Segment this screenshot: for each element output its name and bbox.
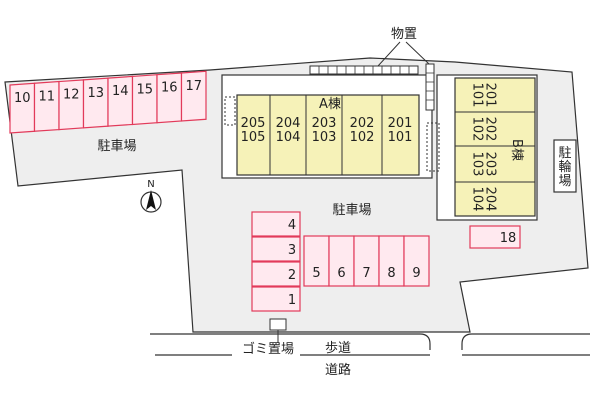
garbage-area: ゴミ置場 — [242, 318, 294, 357]
parking-spot-label: 7 — [362, 266, 370, 281]
unit-number-upper: 205 — [241, 116, 266, 131]
unit-number-upper: 203 — [312, 116, 337, 131]
parking-spot-label: 14 — [112, 84, 129, 99]
parking-spot-18-label: 18 — [500, 231, 517, 246]
parking-spot-label: 9 — [412, 266, 420, 281]
parking-spot-label: 1 — [288, 293, 296, 308]
building-a-label: A棟 — [319, 97, 341, 112]
parking-spot-label: 8 — [387, 266, 395, 281]
parking-spot-label: 16 — [161, 81, 178, 96]
bicycle-parking-box — [553, 139, 577, 193]
unit-number-lower: 102 — [470, 117, 485, 142]
parking-spot-5 — [303, 235, 330, 287]
parking-spot-label: 10 — [14, 91, 31, 106]
parking-area-label-top: 駐車場 — [97, 139, 136, 154]
bicycle-parking: 駐輪場 — [553, 139, 577, 193]
building-b-body — [454, 77, 536, 217]
building-a-stairs — [224, 96, 236, 126]
parking-spot-label: 17 — [185, 79, 202, 94]
parking-spot-label: 5 — [312, 266, 320, 281]
unit-number-upper: 202 — [350, 116, 375, 131]
parking-spot-label: 6 — [337, 266, 345, 281]
unit-number-lower: 101 — [470, 83, 485, 108]
building-b-label: B棟 — [509, 139, 524, 161]
parking-spot-8 — [378, 235, 405, 287]
unit-number-lower: 104 — [470, 187, 485, 212]
unit-number-upper: 202 — [483, 117, 498, 142]
parking-spot-label: 11 — [38, 89, 55, 104]
parking-spot-label: 12 — [63, 88, 80, 103]
parking-spot-label: 3 — [288, 243, 296, 258]
parking-spot-18 — [469, 225, 521, 249]
parking-spot-4 — [251, 211, 301, 237]
parking-spot-label: 4 — [288, 218, 296, 233]
storage-sheds: 物置 — [309, 27, 435, 111]
unit-number-upper: 204 — [276, 116, 301, 131]
parking-spot-label: 15 — [136, 82, 153, 97]
building-a: A棟 — [221, 74, 433, 179]
unit-number-lower: 102 — [350, 130, 375, 145]
unit-number-upper: 204 — [483, 187, 498, 212]
parking-area-label-center: 駐車場 — [332, 203, 371, 218]
unit-number-lower: 103 — [312, 130, 337, 145]
building-a-body — [236, 94, 420, 176]
parking-spot-9 — [403, 235, 430, 287]
garbage-box — [269, 318, 287, 331]
unit-number-lower: 104 — [276, 130, 301, 145]
north-label: N — [147, 179, 154, 190]
parking-top-row: 10 11 12 13 14 15 16 17 — [9, 70, 207, 134]
road-label: 道路 — [325, 362, 351, 378]
road-lines — [150, 333, 590, 356]
sidewalk-label: 歩道 — [325, 341, 351, 356]
parking-spot-label: 13 — [87, 86, 104, 101]
building-b: B棟 — [426, 74, 538, 221]
parking-spot-2 — [251, 261, 301, 287]
building-b-stairs — [426, 122, 440, 172]
parking-spot-3 — [251, 236, 301, 262]
unit-number-upper: 201 — [388, 116, 413, 131]
bicycle-parking-label: 駐輪場 — [558, 146, 571, 189]
garbage-label: ゴミ置場 — [242, 341, 294, 357]
parking-left-column: 4 3 2 1 — [251, 211, 301, 312]
unit-number-upper: 203 — [483, 152, 498, 177]
parking-bottom-row: 5 6 7 8 9 — [303, 235, 430, 287]
north-arrow: N — [140, 179, 162, 213]
storage-shed-column — [425, 63, 435, 111]
parking-spot-17 — [180, 70, 207, 122]
unit-number-lower: 103 — [470, 152, 485, 177]
unit-number-upper: 201 — [483, 83, 498, 108]
unit-number-lower: 105 — [241, 130, 266, 145]
parking-spot-label: 2 — [288, 268, 296, 283]
storage-label: 物置 — [391, 27, 417, 42]
unit-number-lower: 101 — [388, 130, 413, 145]
parking-spot-1 — [251, 286, 301, 312]
